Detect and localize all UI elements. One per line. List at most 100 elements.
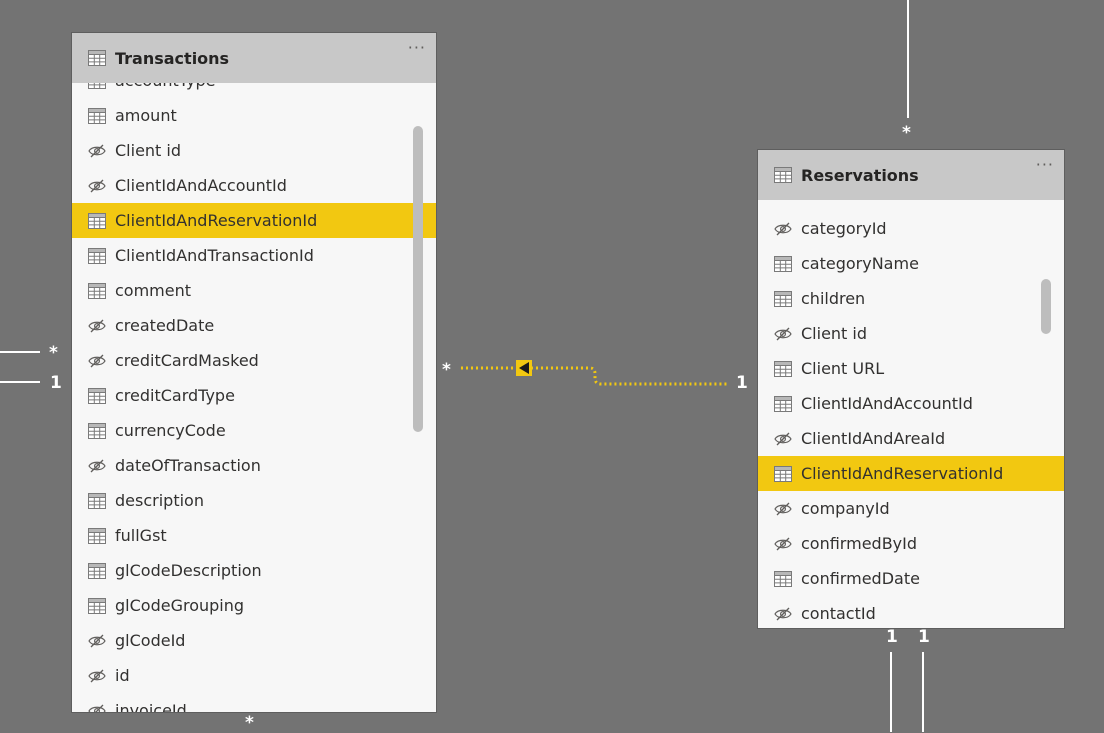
reservations-bottom-one-label-b: 1 — [918, 627, 930, 647]
eye-hidden-icon — [88, 703, 106, 712]
eye-hidden-icon — [774, 606, 792, 622]
reservations-top-many-label: * — [902, 123, 911, 143]
eye-hidden-icon — [774, 431, 792, 447]
reservations-title: Reservations — [801, 165, 919, 185]
table-icon — [774, 360, 792, 377]
left-many-label: * — [49, 343, 58, 363]
field-label: children — [801, 289, 866, 308]
eye-hidden-icon — [88, 143, 106, 159]
transactions-title: Transactions — [115, 48, 230, 68]
field-label: invoiceId — [115, 701, 187, 713]
more-options-button[interactable]: ··· — [1035, 155, 1054, 174]
more-options-button[interactable]: ··· — [407, 38, 426, 57]
field-row[interactable]: Client id — [72, 133, 436, 168]
table-icon — [88, 107, 106, 124]
field-label: amount — [115, 106, 177, 125]
field-label: Client id — [801, 324, 868, 343]
field-label: contactId — [801, 604, 876, 623]
field-label: comment — [115, 281, 192, 300]
eye-hidden-icon — [774, 501, 792, 517]
field-row[interactable]: invoiceId — [72, 693, 436, 713]
field-row[interactable]: creditCardType — [72, 378, 436, 413]
field-row[interactable]: glCodeId — [72, 623, 436, 658]
field-row[interactable]: ClientIdAndAccountId — [72, 168, 436, 203]
field-label: id — [115, 666, 130, 685]
table-icon — [774, 290, 792, 307]
relationship-one-label: 1 — [736, 373, 748, 393]
field-row[interactable]: glCodeGrouping — [72, 588, 436, 623]
table-icon — [774, 465, 792, 482]
field-row[interactable]: children — [758, 281, 1064, 316]
field-label: ClientIdAndTransactionId — [115, 246, 314, 265]
field-label: dateOfTransaction — [115, 456, 261, 475]
field-row[interactable]: categoryId — [758, 211, 1064, 246]
table-icon — [88, 527, 106, 544]
relationship-many-label: * — [442, 360, 451, 380]
table-icon — [774, 167, 792, 183]
field-row[interactable]: ClientIdAndAccountId — [758, 386, 1064, 421]
field-row[interactable]: contactId — [758, 596, 1064, 628]
field-row[interactable]: ClientIdAndTransactionId — [72, 238, 436, 273]
eye-hidden-icon — [88, 668, 106, 684]
field-label: confirmedDate — [801, 569, 920, 588]
eye-hidden-icon — [88, 458, 106, 474]
reservations-bottom-one-label-a: 1 — [886, 627, 898, 647]
transactions-bottom-many-label: * — [245, 713, 254, 733]
field-label: glCodeGrouping — [115, 596, 245, 615]
field-row[interactable]: dateOfTransaction — [72, 448, 436, 483]
eye-hidden-icon — [88, 353, 106, 369]
table-icon — [88, 212, 106, 229]
field-row[interactable]: Client URL — [758, 351, 1064, 386]
eye-hidden-icon — [88, 178, 106, 194]
field-row[interactable]: categoryName — [758, 246, 1064, 281]
field-row[interactable]: ClientIdAndReservationId — [758, 456, 1064, 491]
field-row[interactable]: glCodeDescription — [72, 553, 436, 588]
field-row[interactable]: ClientIdAndReservationId — [72, 203, 436, 238]
field-row[interactable]: confirmedById — [758, 526, 1064, 561]
field-label: confirmedById — [801, 534, 918, 553]
table-icon — [88, 282, 106, 299]
field-label: Client URL — [801, 359, 885, 378]
field-label: ClientIdAndReservationId — [115, 211, 318, 230]
field-row[interactable]: comment — [72, 273, 436, 308]
field-row[interactable]: fullGst — [72, 518, 436, 553]
reservations-scrollbar[interactable] — [1041, 279, 1051, 334]
field-label: glCodeId — [115, 631, 186, 650]
field-label: categoryName — [801, 254, 919, 273]
filter-direction-arrow-icon — [519, 362, 529, 374]
field-row[interactable]: Client id — [758, 316, 1064, 351]
field-label: glCodeDescription — [115, 561, 262, 580]
table-icon — [88, 387, 106, 404]
field-row[interactable]: companyId — [758, 491, 1064, 526]
field-label: categoryId — [801, 219, 887, 238]
field-row[interactable]: ClientIdAndAreaId — [758, 421, 1064, 456]
eye-hidden-icon — [774, 536, 792, 552]
table-icon — [774, 570, 792, 587]
field-label: ClientIdAndAccountId — [801, 394, 973, 413]
field-row[interactable]: confirmedDate — [758, 561, 1064, 596]
field-row[interactable]: creditCardMasked — [72, 343, 436, 378]
transactions-header[interactable]: Transactions ··· — [72, 33, 436, 83]
table-icon — [88, 597, 106, 614]
table-icon — [88, 492, 106, 509]
field-label: createdDate — [115, 316, 215, 335]
left-one-label: 1 — [50, 373, 62, 393]
field-row[interactable]: currencyCode — [72, 413, 436, 448]
field-row[interactable]: amount — [72, 98, 436, 133]
field-label: companyId — [801, 499, 890, 518]
field-label: currencyCode — [115, 421, 226, 440]
field-row[interactable]: createdDate — [72, 308, 436, 343]
reservations-header[interactable]: Reservations ··· — [758, 150, 1064, 200]
field-row[interactable]: description — [72, 483, 436, 518]
transactions-scrollbar[interactable] — [413, 126, 423, 432]
table-icon — [88, 562, 106, 579]
field-label: description — [115, 491, 204, 510]
selected-relationship-line[interactable] — [461, 366, 727, 386]
field-row[interactable]: id — [72, 658, 436, 693]
